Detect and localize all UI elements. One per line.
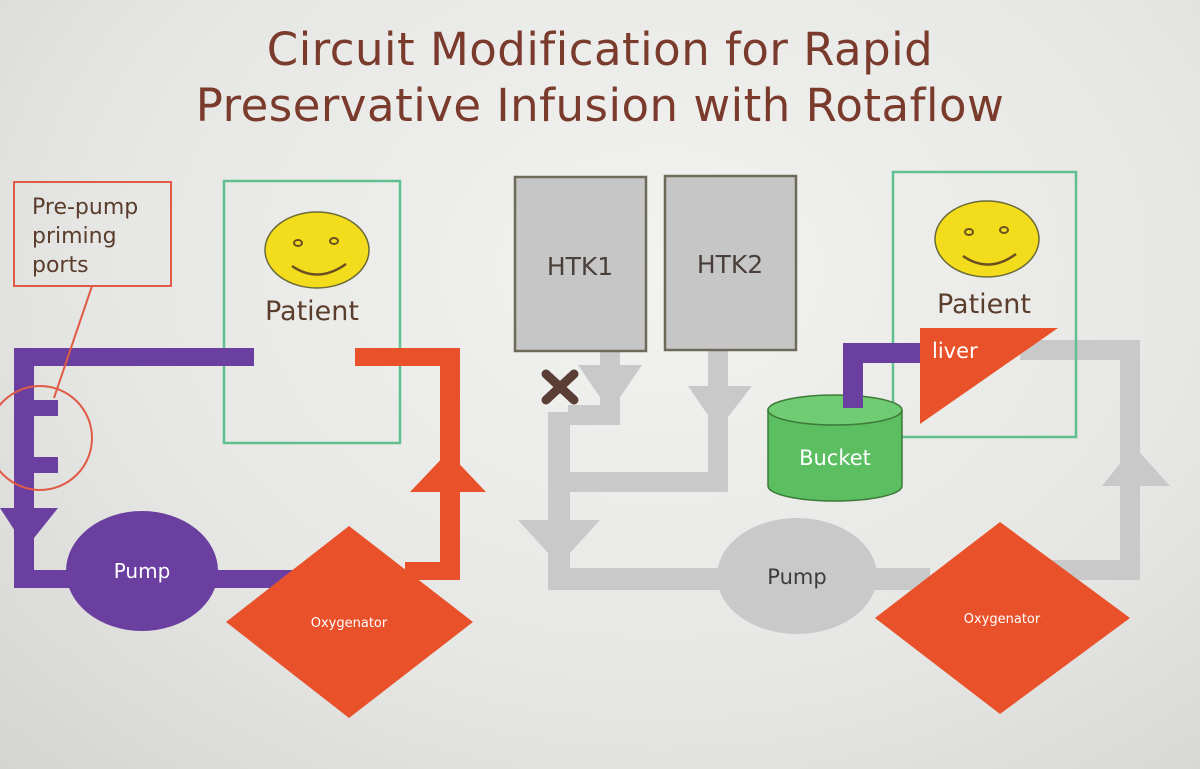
title-line-2: Preservative Infusion with Rotaflow [195, 79, 1005, 132]
title-line-1: Circuit Modification for Rapid [266, 23, 934, 76]
right-pump [717, 518, 877, 634]
callout-line-3: ports [32, 253, 89, 278]
right-oxygenator [875, 522, 1130, 714]
right-pump-label: Pump [767, 565, 826, 589]
liver [920, 328, 1058, 424]
bucket [767, 380, 903, 502]
slide-title: Circuit Modification for Rapid Preservat… [0, 22, 1200, 134]
left-oxygenator-label: Oxygenator [311, 616, 388, 631]
left-circuit: Patient Pump Oxygenator [0, 179, 486, 718]
htk2-label: HTK2 [697, 250, 763, 279]
left-oxygenator [226, 526, 473, 718]
priming-ports-circle [0, 385, 93, 491]
priming-ports-callout [13, 181, 172, 287]
x-mark-icon [541, 369, 579, 405]
htk1-label: HTK1 [547, 252, 613, 281]
liver-label: liver [932, 339, 978, 363]
htk1-bag [513, 175, 648, 353]
smiley-face-icon [934, 200, 1040, 278]
bucket-label: Bucket [799, 446, 871, 470]
right-oxygenator-label: Oxygenator [964, 612, 1041, 627]
callout-leader-line [53, 285, 93, 399]
left-patient-box [222, 179, 402, 445]
right-circuit: Patient HTK1 HTK2 Bucket [513, 170, 1170, 714]
right-patient-label: Patient [937, 289, 1031, 320]
left-arterial-line [355, 348, 486, 580]
left-pump-label: Pump [114, 559, 171, 583]
right-patient-box [891, 170, 1078, 439]
right-inactive-lines [518, 340, 1170, 590]
smiley-face-icon [264, 211, 370, 289]
left-pump [66, 511, 218, 631]
htk2-bag [663, 174, 798, 352]
callout-line-1: Pre-pump [32, 195, 138, 220]
left-patient-label: Patient [265, 296, 359, 327]
callout-line-2: priming [32, 224, 117, 249]
